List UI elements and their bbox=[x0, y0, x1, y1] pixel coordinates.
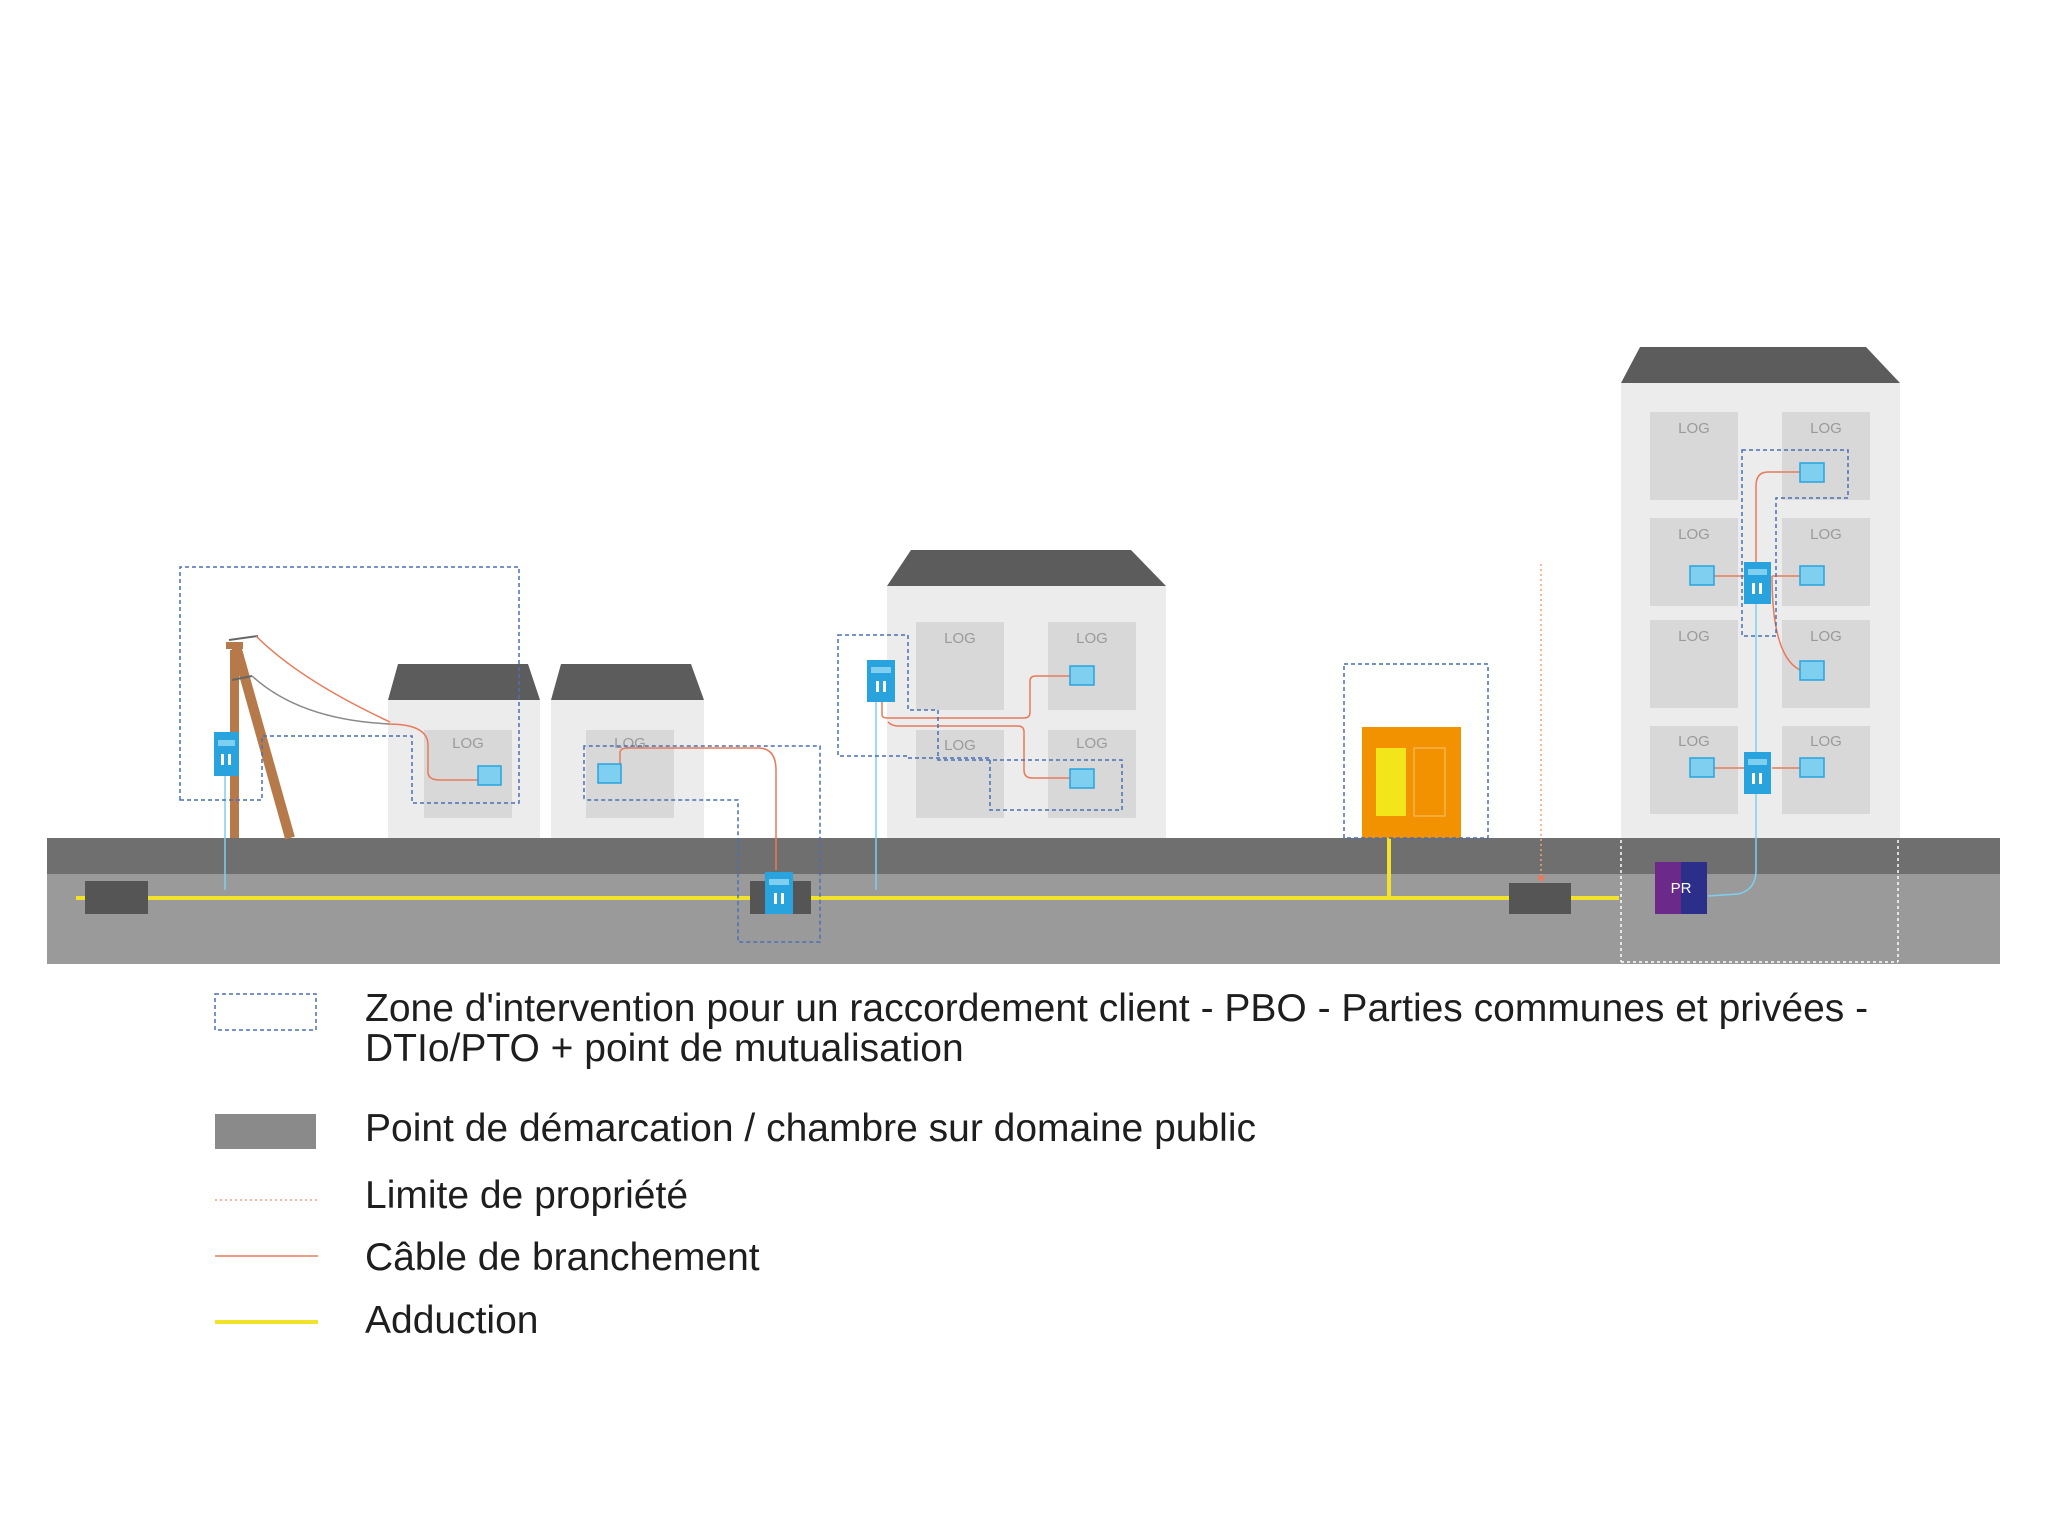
legend-cable-text: Câble de branchement bbox=[365, 1236, 760, 1279]
house-1: LOG bbox=[388, 664, 540, 838]
legend: Zone d'intervention pour un raccordement… bbox=[214, 987, 1868, 1342]
legend-limite-text: Limite de propriété bbox=[365, 1174, 688, 1217]
log-label: LOG bbox=[1678, 526, 1710, 543]
apartment-log bbox=[1782, 620, 1870, 708]
log-label: LOG bbox=[1678, 733, 1710, 750]
log-label: LOG bbox=[614, 735, 646, 752]
log-label: LOG bbox=[944, 737, 976, 754]
pto-outlet bbox=[477, 765, 502, 786]
road-curb bbox=[47, 838, 2000, 874]
pbo-box bbox=[867, 660, 895, 702]
log-label: LOG bbox=[1076, 630, 1108, 647]
log-label: LOG bbox=[1076, 735, 1108, 752]
log-label: LOG bbox=[1810, 526, 1842, 543]
pm-zone-limits bbox=[1620, 840, 1899, 963]
property-limit-marker bbox=[1538, 875, 1544, 881]
chamber bbox=[85, 881, 148, 914]
pbo-box bbox=[1744, 562, 1771, 604]
apartment-log bbox=[916, 622, 1004, 710]
log-label: LOG bbox=[1810, 733, 1842, 750]
apartment-log bbox=[1782, 726, 1870, 814]
legend-zone-text-line2: DTIo/PTO + point de mutualisation bbox=[365, 1027, 964, 1070]
pto-outlet bbox=[1689, 565, 1715, 586]
pto-outlets bbox=[477, 462, 1825, 789]
pto-outlet bbox=[1799, 565, 1825, 586]
pbo-box bbox=[1744, 752, 1771, 794]
pto-outlet bbox=[597, 763, 622, 784]
pto-outlet bbox=[1689, 757, 1715, 778]
apartment-log bbox=[1650, 620, 1738, 708]
pto-outlet bbox=[1799, 660, 1825, 681]
legend-zone-text-line1: Zone d'intervention pour un raccordement… bbox=[365, 987, 1868, 1030]
log-label: LOG bbox=[452, 735, 484, 752]
legend-demarcation-swatch bbox=[215, 1114, 316, 1149]
apartment-log bbox=[1650, 412, 1738, 500]
log-label: LOG bbox=[1810, 420, 1842, 437]
apartment-log bbox=[1782, 518, 1870, 606]
fibre-risers bbox=[224, 600, 1757, 897]
adduction-lines bbox=[76, 838, 1619, 900]
log-label: LOG bbox=[1678, 628, 1710, 645]
log-label: LOG bbox=[944, 630, 976, 647]
telegraph-pole bbox=[226, 635, 391, 840]
log-label: LOG bbox=[1678, 420, 1710, 437]
log-label: LOG bbox=[1810, 628, 1842, 645]
apartment-log bbox=[1782, 412, 1870, 500]
pto-outlet bbox=[1069, 665, 1095, 686]
pbo-box bbox=[765, 872, 793, 914]
pr-label: PR bbox=[1671, 880, 1692, 897]
house-2: LOG bbox=[551, 664, 704, 838]
pbo-box bbox=[214, 732, 239, 776]
street-cabinet bbox=[1362, 727, 1461, 838]
pto-outlet bbox=[1069, 768, 1095, 789]
pto-outlet bbox=[1799, 462, 1825, 483]
legend-zone-swatch bbox=[214, 993, 317, 1031]
chamber bbox=[1509, 883, 1571, 914]
intervention-zones bbox=[179, 449, 1849, 943]
apartment-log bbox=[1650, 518, 1738, 606]
building-medium: LOG LOG LOG LOG bbox=[887, 550, 1166, 838]
pr-box: PR bbox=[1655, 862, 1707, 914]
legend-adduction-text: Adduction bbox=[365, 1299, 538, 1342]
pto-outlet bbox=[1799, 757, 1825, 778]
road bbox=[47, 874, 2000, 964]
legend-demarcation-text: Point de démarcation / chambre sur domai… bbox=[365, 1107, 1256, 1150]
